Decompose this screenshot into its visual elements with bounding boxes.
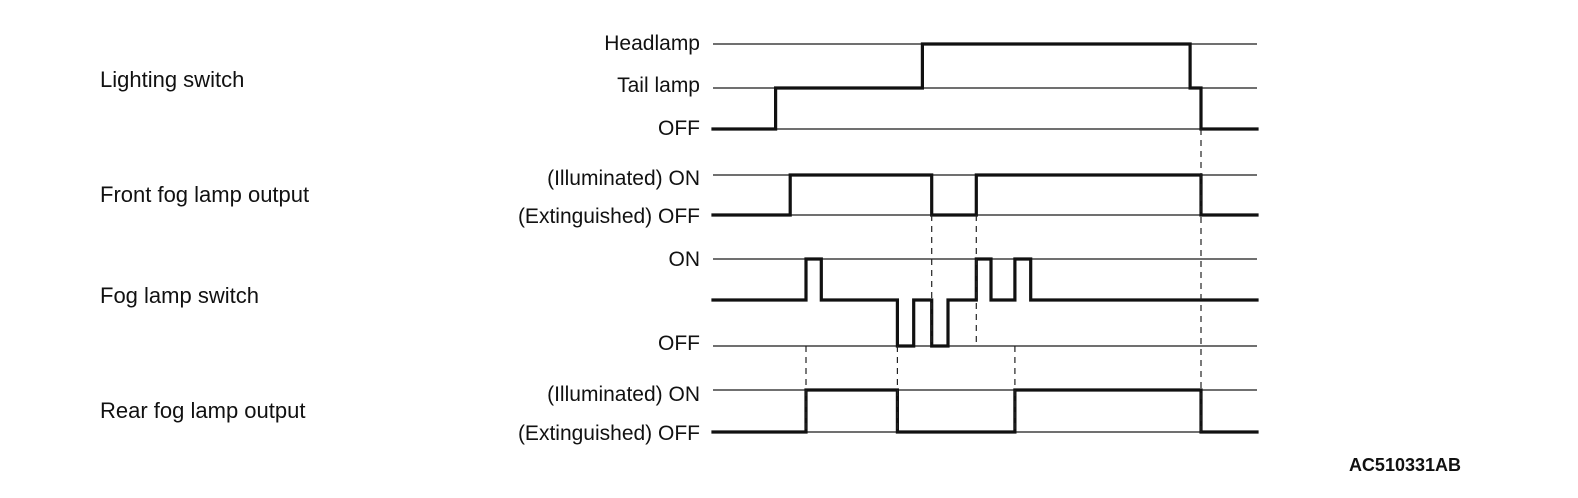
figure-code: AC510331AB bbox=[1349, 455, 1461, 475]
level-label-fog-switch-off: OFF bbox=[658, 332, 700, 355]
level-label-lighting-off: OFF bbox=[658, 117, 700, 140]
signal-lighting-switch: Lighting switch Headlamp Tail lamp OFF bbox=[100, 32, 1259, 140]
level-label-headlamp: Headlamp bbox=[604, 32, 700, 55]
signal-name-fog-lamp-switch: Fog lamp switch bbox=[100, 283, 259, 308]
waveform-rear-fog-lamp-output bbox=[711, 388, 1259, 434]
level-label-rear-fog-on: (Illuminated) ON bbox=[547, 383, 700, 406]
waveform-front-fog-lamp-output bbox=[711, 173, 1259, 217]
signal-name-rear-fog-lamp-output: Rear fog lamp output bbox=[100, 398, 305, 423]
level-label-front-fog-on: (Illuminated) ON bbox=[547, 167, 700, 190]
waveform-fog-lamp-switch bbox=[711, 257, 1259, 348]
level-label-fog-switch-on: ON bbox=[669, 248, 701, 271]
level-label-rear-fog-off: (Extinguished) OFF bbox=[518, 422, 700, 445]
signal-front-fog-lamp-output: Front fog lamp output (Illuminated) ON (… bbox=[100, 167, 1259, 228]
level-label-tail-lamp: Tail lamp bbox=[617, 74, 700, 97]
waveform-lighting-switch bbox=[711, 42, 1259, 131]
level-label-front-fog-off: (Extinguished) OFF bbox=[518, 205, 700, 228]
signal-rear-fog-lamp-output: Rear fog lamp output (Illuminated) ON (E… bbox=[100, 383, 1259, 445]
timing-guides bbox=[805, 129, 1202, 432]
signal-name-front-fog-lamp-output: Front fog lamp output bbox=[100, 182, 309, 207]
signal-fog-lamp-switch: Fog lamp switch ON OFF bbox=[100, 248, 1259, 355]
signal-name-lighting-switch: Lighting switch bbox=[100, 67, 244, 92]
